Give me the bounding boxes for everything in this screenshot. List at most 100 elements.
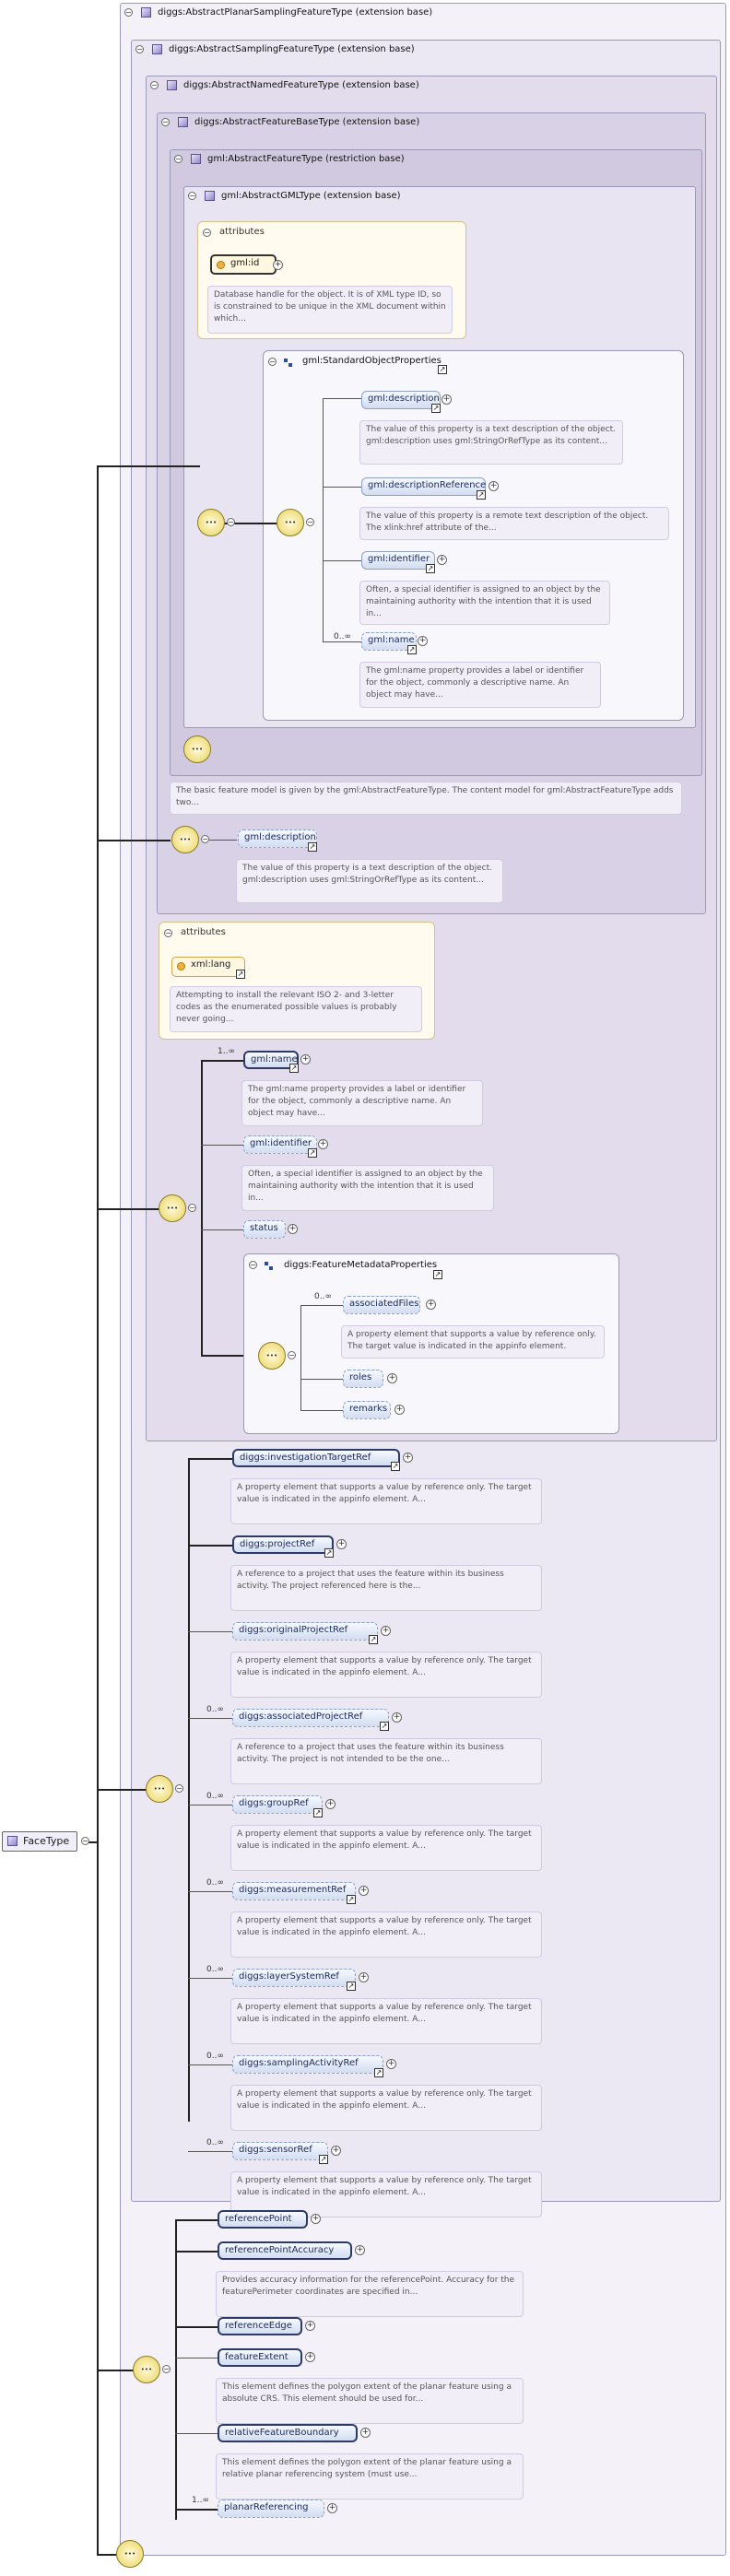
collapse-toggle[interactable]: − <box>81 1837 89 1845</box>
link-icon[interactable]: ↗ <box>308 1148 317 1158</box>
collapse-toggle[interactable]: − <box>227 518 235 526</box>
attribute-gml-id[interactable]: gml:id <box>210 254 277 275</box>
expand-plus-icon[interactable]: + <box>359 1972 369 1982</box>
expand-plus-icon[interactable]: + <box>318 1139 328 1149</box>
link-icon[interactable]: ↗ <box>426 564 435 573</box>
collapse-toggle[interactable]: − <box>124 8 133 17</box>
link-icon[interactable]: ↗ <box>369 1635 378 1644</box>
expand-plus-icon[interactable]: + <box>355 2245 365 2255</box>
link-icon[interactable]: ↗ <box>347 1895 356 1904</box>
collapse-toggle[interactable]: − <box>188 1204 196 1212</box>
element-associated-files[interactable]: associatedFiles <box>343 1296 420 1314</box>
element-diggs-originalprojectref[interactable]: diggs:originalProjectRef <box>232 1622 378 1641</box>
root-element-facetype[interactable]: FaceType <box>2 1831 77 1852</box>
link-icon[interactable]: ↗ <box>347 1982 356 1991</box>
expand-plus-icon[interactable]: + <box>311 2214 321 2224</box>
element-diggs-layersystemref[interactable]: diggs:layerSystemRef <box>232 1969 356 1987</box>
link-icon[interactable]: ↗ <box>431 404 441 413</box>
expand-plus-icon[interactable]: + <box>392 1712 402 1723</box>
expand-plus-icon[interactable]: + <box>288 1224 298 1234</box>
expand-plus-icon[interactable]: + <box>386 2059 396 2069</box>
element-referencepointaccuracy[interactable]: referencePointAccuracy <box>218 2241 352 2260</box>
expand-plus-icon[interactable]: + <box>359 1886 369 1896</box>
element-named-gml-identifier[interactable]: gml:identifier <box>243 1135 317 1154</box>
link-icon[interactable]: ↗ <box>438 365 447 374</box>
collapse-toggle[interactable]: − <box>164 929 172 937</box>
element-diggs-measurementref[interactable]: diggs:measurementRef <box>232 1882 356 1900</box>
doc-relativefeatureboundary: This element defines the polygon extent … <box>216 2453 524 2500</box>
element-planarreferencing[interactable]: planarReferencing <box>218 2500 324 2518</box>
link-icon[interactable]: ↗ <box>374 2068 383 2077</box>
sequence-compositor-icon: ••• <box>258 1342 286 1370</box>
complex-type-icon <box>152 44 162 54</box>
expand-plus-icon[interactable]: + <box>418 636 428 646</box>
expand-plus-icon[interactable]: + <box>300 1054 311 1065</box>
link-icon[interactable]: ↗ <box>477 490 486 500</box>
expand-plus-icon[interactable]: + <box>426 1300 436 1310</box>
sequence-compositor-icon: ••• <box>116 2540 144 2568</box>
link-icon[interactable]: ↗ <box>433 1270 442 1279</box>
link-icon[interactable]: ↗ <box>391 1462 400 1471</box>
collapse-toggle[interactable]: − <box>203 229 211 237</box>
doc-named-gml-identifier: Often, a special identifier is assigned … <box>241 1165 494 1211</box>
expand-plus-icon[interactable]: + <box>442 394 452 405</box>
expand-plus-icon[interactable]: + <box>437 555 447 565</box>
link-icon[interactable]: ↗ <box>289 1064 299 1073</box>
collapse-toggle[interactable]: − <box>201 835 209 843</box>
collapse-toggle[interactable]: − <box>135 45 144 53</box>
link-icon[interactable]: ↗ <box>324 1548 334 1558</box>
element-gml-description-reference[interactable]: gml:descriptionReference <box>361 477 486 496</box>
collapse-toggle[interactable]: − <box>249 1261 257 1269</box>
expand-plus-icon[interactable]: + <box>327 2503 337 2513</box>
expand-plus-icon[interactable]: + <box>394 1405 405 1415</box>
element-diggs-groupref[interactable]: diggs:groupRef <box>232 1795 323 1814</box>
element-gml-name[interactable]: gml:name <box>361 632 417 651</box>
expand-plus-icon[interactable]: + <box>273 260 283 270</box>
element-featureextent[interactable]: featureExtent <box>218 2348 302 2367</box>
attribute-xml-lang[interactable]: xml:lang <box>171 957 245 977</box>
collapse-toggle[interactable]: − <box>288 1351 296 1359</box>
element-diggs-samplingactivityref[interactable]: diggs:samplingActivityRef <box>232 2055 383 2074</box>
expand-plus-icon[interactable]: + <box>381 1626 391 1636</box>
element-diggs-investigationtargetref[interactable]: diggs:investigationTargetRef <box>232 1449 400 1467</box>
expand-plus-icon[interactable]: + <box>489 481 499 491</box>
link-icon[interactable]: ↗ <box>308 842 317 852</box>
link-icon[interactable]: ↗ <box>319 2155 328 2164</box>
collapse-toggle[interactable]: − <box>161 118 170 126</box>
element-diggs-associatedprojectref[interactable]: diggs:associatedProjectRef <box>232 1709 389 1727</box>
element-diggs-sensorref[interactable]: diggs:sensorRef <box>232 2142 328 2160</box>
element-remarks[interactable]: remarks <box>343 1401 391 1419</box>
expand-plus-icon[interactable]: + <box>305 2321 315 2331</box>
collapse-toggle[interactable]: − <box>268 358 277 366</box>
expand-plus-icon[interactable]: + <box>360 2428 371 2438</box>
expand-plus-icon[interactable]: + <box>331 2146 341 2156</box>
element-status[interactable]: status <box>243 1220 286 1239</box>
element-relativefeatureboundary[interactable]: relativeFeatureBoundary <box>218 2424 358 2442</box>
collapse-toggle[interactable]: − <box>150 81 159 89</box>
element-gml-identifier[interactable]: gml:identifier <box>361 551 435 570</box>
expand-plus-icon[interactable]: + <box>403 1453 413 1463</box>
element-named-gml-name[interactable]: gml:name <box>243 1051 299 1069</box>
expand-plus-icon[interactable]: + <box>336 1539 347 1549</box>
element-diggs-projectref[interactable]: diggs:projectRef <box>232 1535 334 1554</box>
connector <box>300 1379 343 1380</box>
element-base-gml-description[interactable]: gml:description <box>238 829 317 848</box>
expand-plus-icon[interactable]: + <box>387 1373 397 1383</box>
link-icon[interactable]: ↗ <box>380 1722 389 1731</box>
collapse-toggle[interactable]: − <box>306 518 314 526</box>
element-gml-description[interactable]: gml:description <box>361 391 441 409</box>
link-icon[interactable]: ↗ <box>407 645 417 654</box>
collapse-toggle[interactable]: − <box>162 2365 171 2373</box>
collapse-toggle[interactable]: − <box>188 192 196 200</box>
collapse-toggle[interactable]: − <box>174 155 182 163</box>
element-roles[interactable]: roles <box>343 1370 383 1388</box>
link-icon[interactable]: ↗ <box>236 970 245 979</box>
collapse-toggle[interactable]: − <box>175 1784 183 1793</box>
expand-plus-icon[interactable]: + <box>305 2352 315 2362</box>
expand-plus-icon[interactable]: + <box>325 1799 336 1809</box>
connector <box>201 1060 203 1355</box>
cardinality-label: 0..∞ <box>206 1705 224 1714</box>
element-referencepoint[interactable]: referencePoint <box>218 2210 308 2229</box>
element-referenceedge[interactable]: referenceEdge <box>218 2317 302 2335</box>
link-icon[interactable]: ↗ <box>313 1808 323 1817</box>
